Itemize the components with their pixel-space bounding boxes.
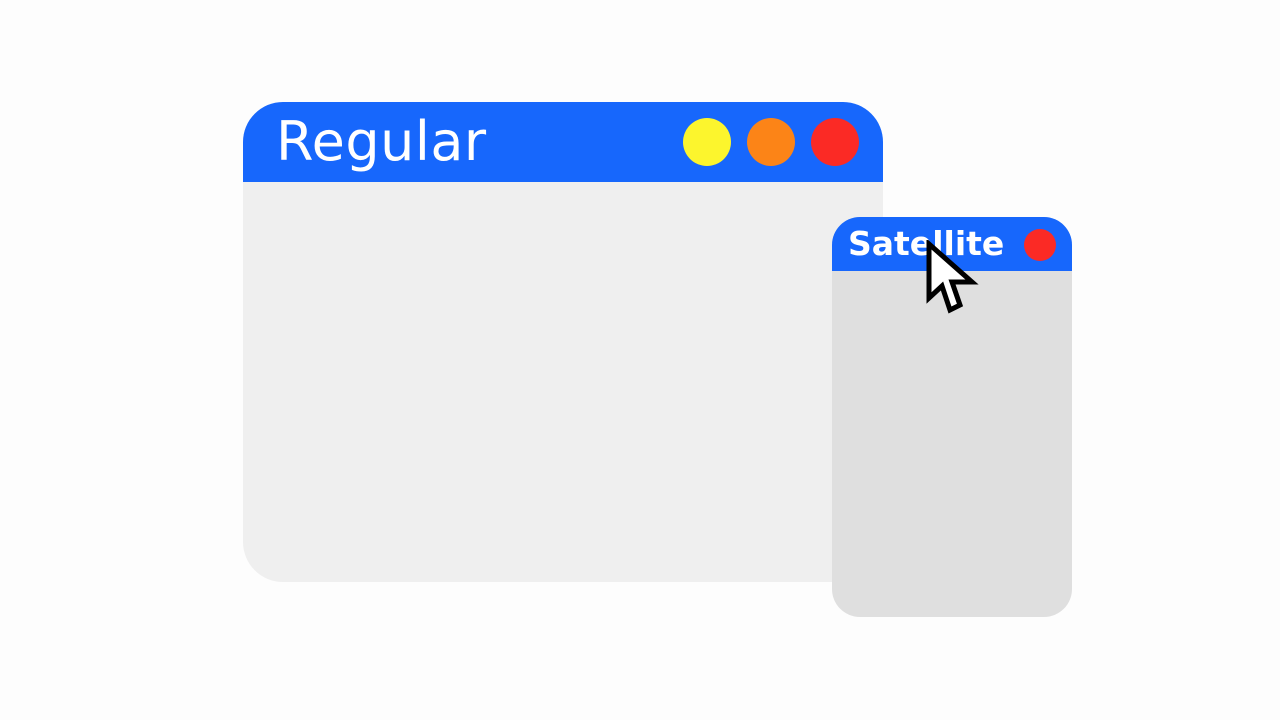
regular-window[interactable]: Regular [243, 102, 883, 582]
satellite-window-titlebar[interactable]: Satellite [832, 217, 1072, 271]
regular-window-title: Regular [276, 110, 487, 173]
satellite-window-title: Satellite [848, 224, 1005, 263]
arrow-pointer-icon [926, 240, 979, 314]
satellite-window-content[interactable] [832, 271, 1072, 617]
minimize-button[interactable] [683, 118, 731, 166]
regular-window-titlebar[interactable]: Regular [243, 102, 883, 182]
satellite-close-button[interactable] [1024, 229, 1056, 261]
close-button[interactable] [811, 118, 859, 166]
maximize-button[interactable] [747, 118, 795, 166]
regular-window-content[interactable] [243, 182, 883, 582]
